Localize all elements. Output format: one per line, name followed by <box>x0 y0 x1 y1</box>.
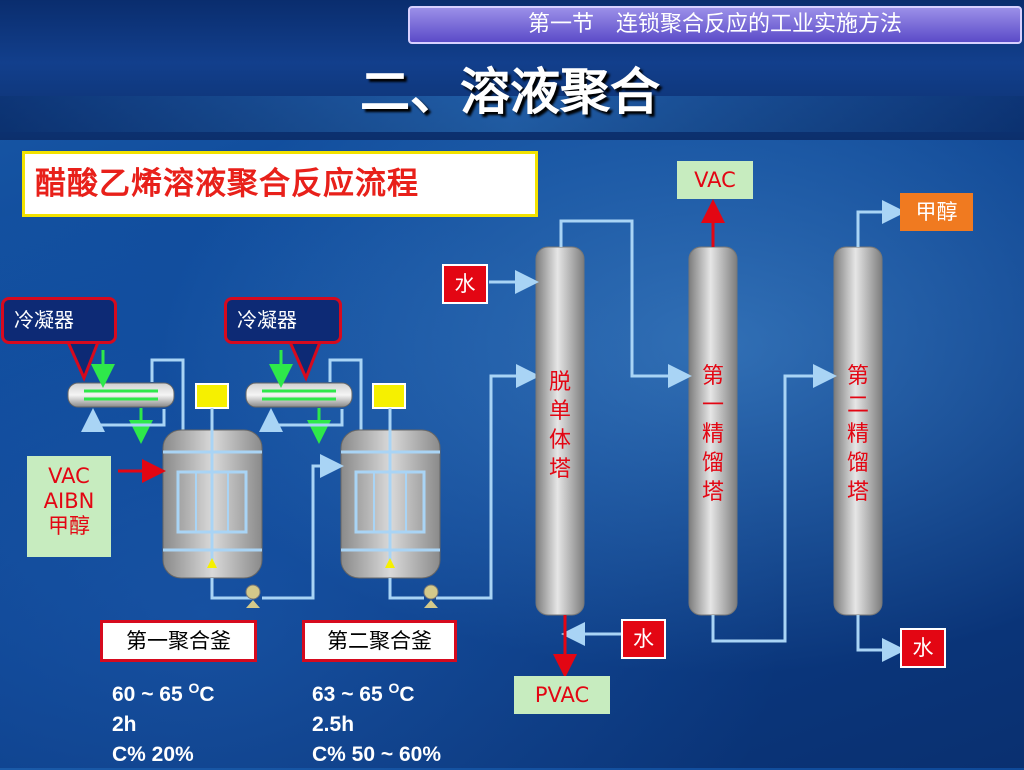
callout-tail-2 <box>287 340 323 382</box>
column-char: 精 <box>846 422 869 447</box>
reactor-2-conditions: 63 ~ 65 OC 2.5h C% 50 ~ 60% <box>312 673 441 770</box>
reactor-1-time: 2h <box>112 713 137 736</box>
feed-aibn: AIBN <box>43 489 95 513</box>
feed-methanol: 甲醇 <box>48 514 90 538</box>
condenser-callout-1: 冷凝器 <box>1 297 117 344</box>
column-char: 精 <box>701 422 724 447</box>
section-heading: 第一节 连锁聚合反应的工业实施方法 <box>408 6 1022 44</box>
reactor-1-outlet-pipe <box>210 578 252 600</box>
condenser-callout-2: 冷凝器 <box>224 297 342 344</box>
reactor-1-label: 第一聚合釜 <box>100 620 257 662</box>
pump-1 <box>245 584 261 608</box>
pump-2 <box>423 584 439 608</box>
vapor-pipe-1 <box>150 358 185 440</box>
water-inlet-label-2: 水 <box>621 619 666 659</box>
reactor-2-time: 2.5h <box>312 713 355 736</box>
condenser-2 <box>245 382 353 408</box>
banner-stripe <box>0 96 1024 132</box>
column-char: 脱 <box>548 370 571 395</box>
condenser-1 <box>67 382 175 408</box>
column-char: 单 <box>548 399 571 424</box>
feed-vac: VAC <box>48 464 90 488</box>
reactor-1 <box>162 408 263 579</box>
bottoms-pipe-1 <box>711 364 837 643</box>
overhead-pipe-1 <box>559 219 692 388</box>
demonomer-column-label: 脱 单 体 塔 <box>545 368 575 484</box>
stirrer-motor-2 <box>372 383 406 409</box>
reactor-1-conditions: 60 ~ 65 OC 2h C% 20% <box>112 673 215 770</box>
column-char: 馏 <box>701 451 724 476</box>
methanol-outlet-pipe <box>856 200 906 247</box>
vapor-pipe-2 <box>328 358 363 440</box>
reactor-2-temperature: 63 ~ 65 OC <box>312 680 415 706</box>
reflux-pipe-1 <box>81 408 166 432</box>
reactor-2-label: 第二聚合釜 <box>302 620 457 662</box>
reflux-pipe-2 <box>259 408 344 432</box>
water-outlet-label: 水 <box>900 628 946 668</box>
methanol-product-label: 甲醇 <box>900 193 973 231</box>
column-char: 二 <box>846 393 869 418</box>
feed-label-box: VAC AIBN 甲醇 <box>27 456 111 557</box>
water-outlet-pipe <box>856 615 906 662</box>
column-char: 第 <box>846 364 869 389</box>
reactor-1-conversion: C% 20% <box>112 743 194 766</box>
column-char: 馏 <box>846 451 869 476</box>
column-char: 塔 <box>548 457 571 482</box>
reactor-2-conversion: C% 50 ~ 60% <box>312 743 441 766</box>
water-inlet-label-1: 水 <box>442 264 488 304</box>
reactor-2-outlet-pipe <box>388 578 424 600</box>
transfer-pipe-to-column <box>436 364 540 600</box>
stirrer-motor-1 <box>195 383 229 409</box>
vac-product-label: VAC <box>677 161 753 199</box>
diagram-title: 醋酸乙烯溶液聚合反应流程 <box>22 151 538 217</box>
column-char: 塔 <box>846 480 869 505</box>
callout-tail-1 <box>65 340 101 382</box>
column-char: 体 <box>548 428 571 453</box>
reactor-1-temperature: 60 ~ 65 OC <box>112 680 215 706</box>
reactor-2 <box>340 408 441 579</box>
column-char: 一 <box>701 393 724 418</box>
column-char: 第 <box>701 364 724 389</box>
pvac-product-label: PVAC <box>514 676 610 714</box>
transfer-pipe-1-2 <box>262 454 344 600</box>
column-char: 塔 <box>701 480 724 505</box>
page-title: 二、溶液聚合 <box>360 62 660 121</box>
rectifier-column-2-label: 第 二 精 馏 塔 <box>843 362 873 507</box>
rectifier-column-1-label: 第 一 精 馏 塔 <box>698 362 728 507</box>
